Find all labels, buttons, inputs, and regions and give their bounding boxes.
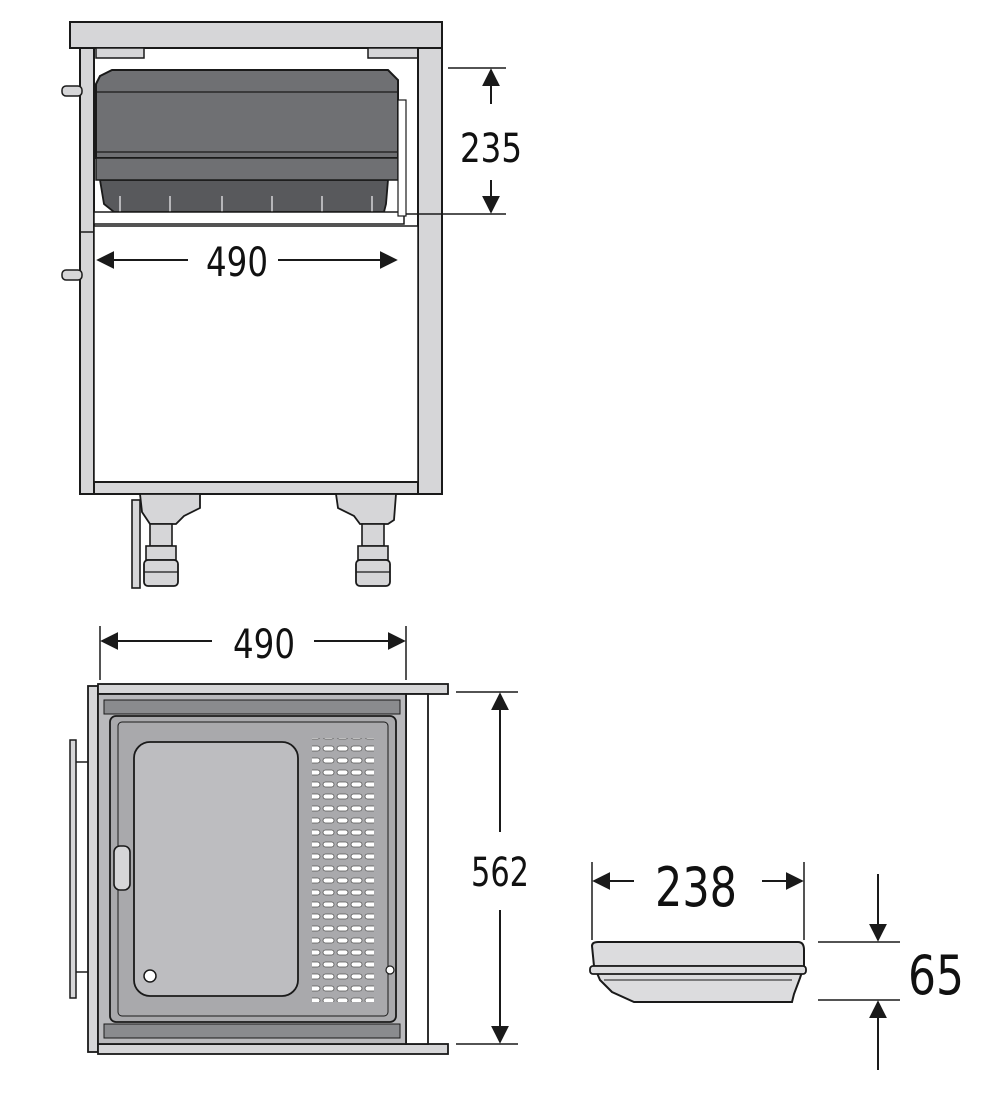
top-view-pivot-right: [385, 965, 395, 975]
container-height-label: 65: [908, 944, 964, 1007]
upper-handle: [61, 85, 83, 97]
dimension-drawer-height: 235: [406, 67, 522, 215]
dimension-top-depth: 562: [456, 691, 529, 1045]
container-rim: [589, 965, 807, 975]
top-view-back-panel: [405, 693, 429, 1045]
dimension-container-height: 65: [818, 874, 964, 1070]
worktop-bracket-right: [367, 47, 419, 59]
front-view-cabinet: [61, 21, 443, 589]
container-width-label: 238: [655, 856, 737, 919]
dimension-inner-width: 490: [96, 240, 398, 286]
cabinet-leg-left: [138, 493, 201, 587]
top-view-lid-compartment: [133, 741, 299, 997]
upper-drawer-tray: [95, 69, 399, 159]
top-view-drawer: [69, 683, 449, 1055]
upper-drawer-basket: [98, 179, 389, 213]
top-view-rail-top: [97, 683, 449, 695]
drawer-runner: [93, 211, 405, 225]
lower-handle: [61, 269, 83, 281]
top-view-rail-bottom: [97, 1043, 449, 1055]
worktop-bracket-left: [95, 47, 145, 59]
cabinet-leg-right: [334, 493, 397, 587]
inner-width-label: 490: [206, 240, 268, 286]
top-view-handle-bar: [69, 739, 77, 999]
cabinet-lower-interior: [93, 225, 419, 483]
dimension-container-width: 238: [591, 856, 805, 940]
container-side-view: [589, 941, 807, 1003]
cabinet-worktop: [69, 21, 443, 49]
top-width-label: 490: [233, 622, 295, 668]
cabinet-bottom-panel: [93, 481, 419, 495]
plinth-panel: [131, 499, 141, 589]
top-view-pull-recess: [113, 845, 131, 891]
top-view-perforated-area: [312, 738, 374, 1002]
dimension-top-width: 490: [99, 622, 407, 680]
top-view-drawer-front: [87, 685, 99, 1053]
cabinet-right-panel: [417, 47, 443, 495]
cabinet-left-panel: [79, 47, 95, 495]
top-depth-label: 562: [471, 850, 529, 896]
top-view-pivot-left: [143, 969, 157, 983]
drawer-height-label: 235: [460, 126, 522, 172]
